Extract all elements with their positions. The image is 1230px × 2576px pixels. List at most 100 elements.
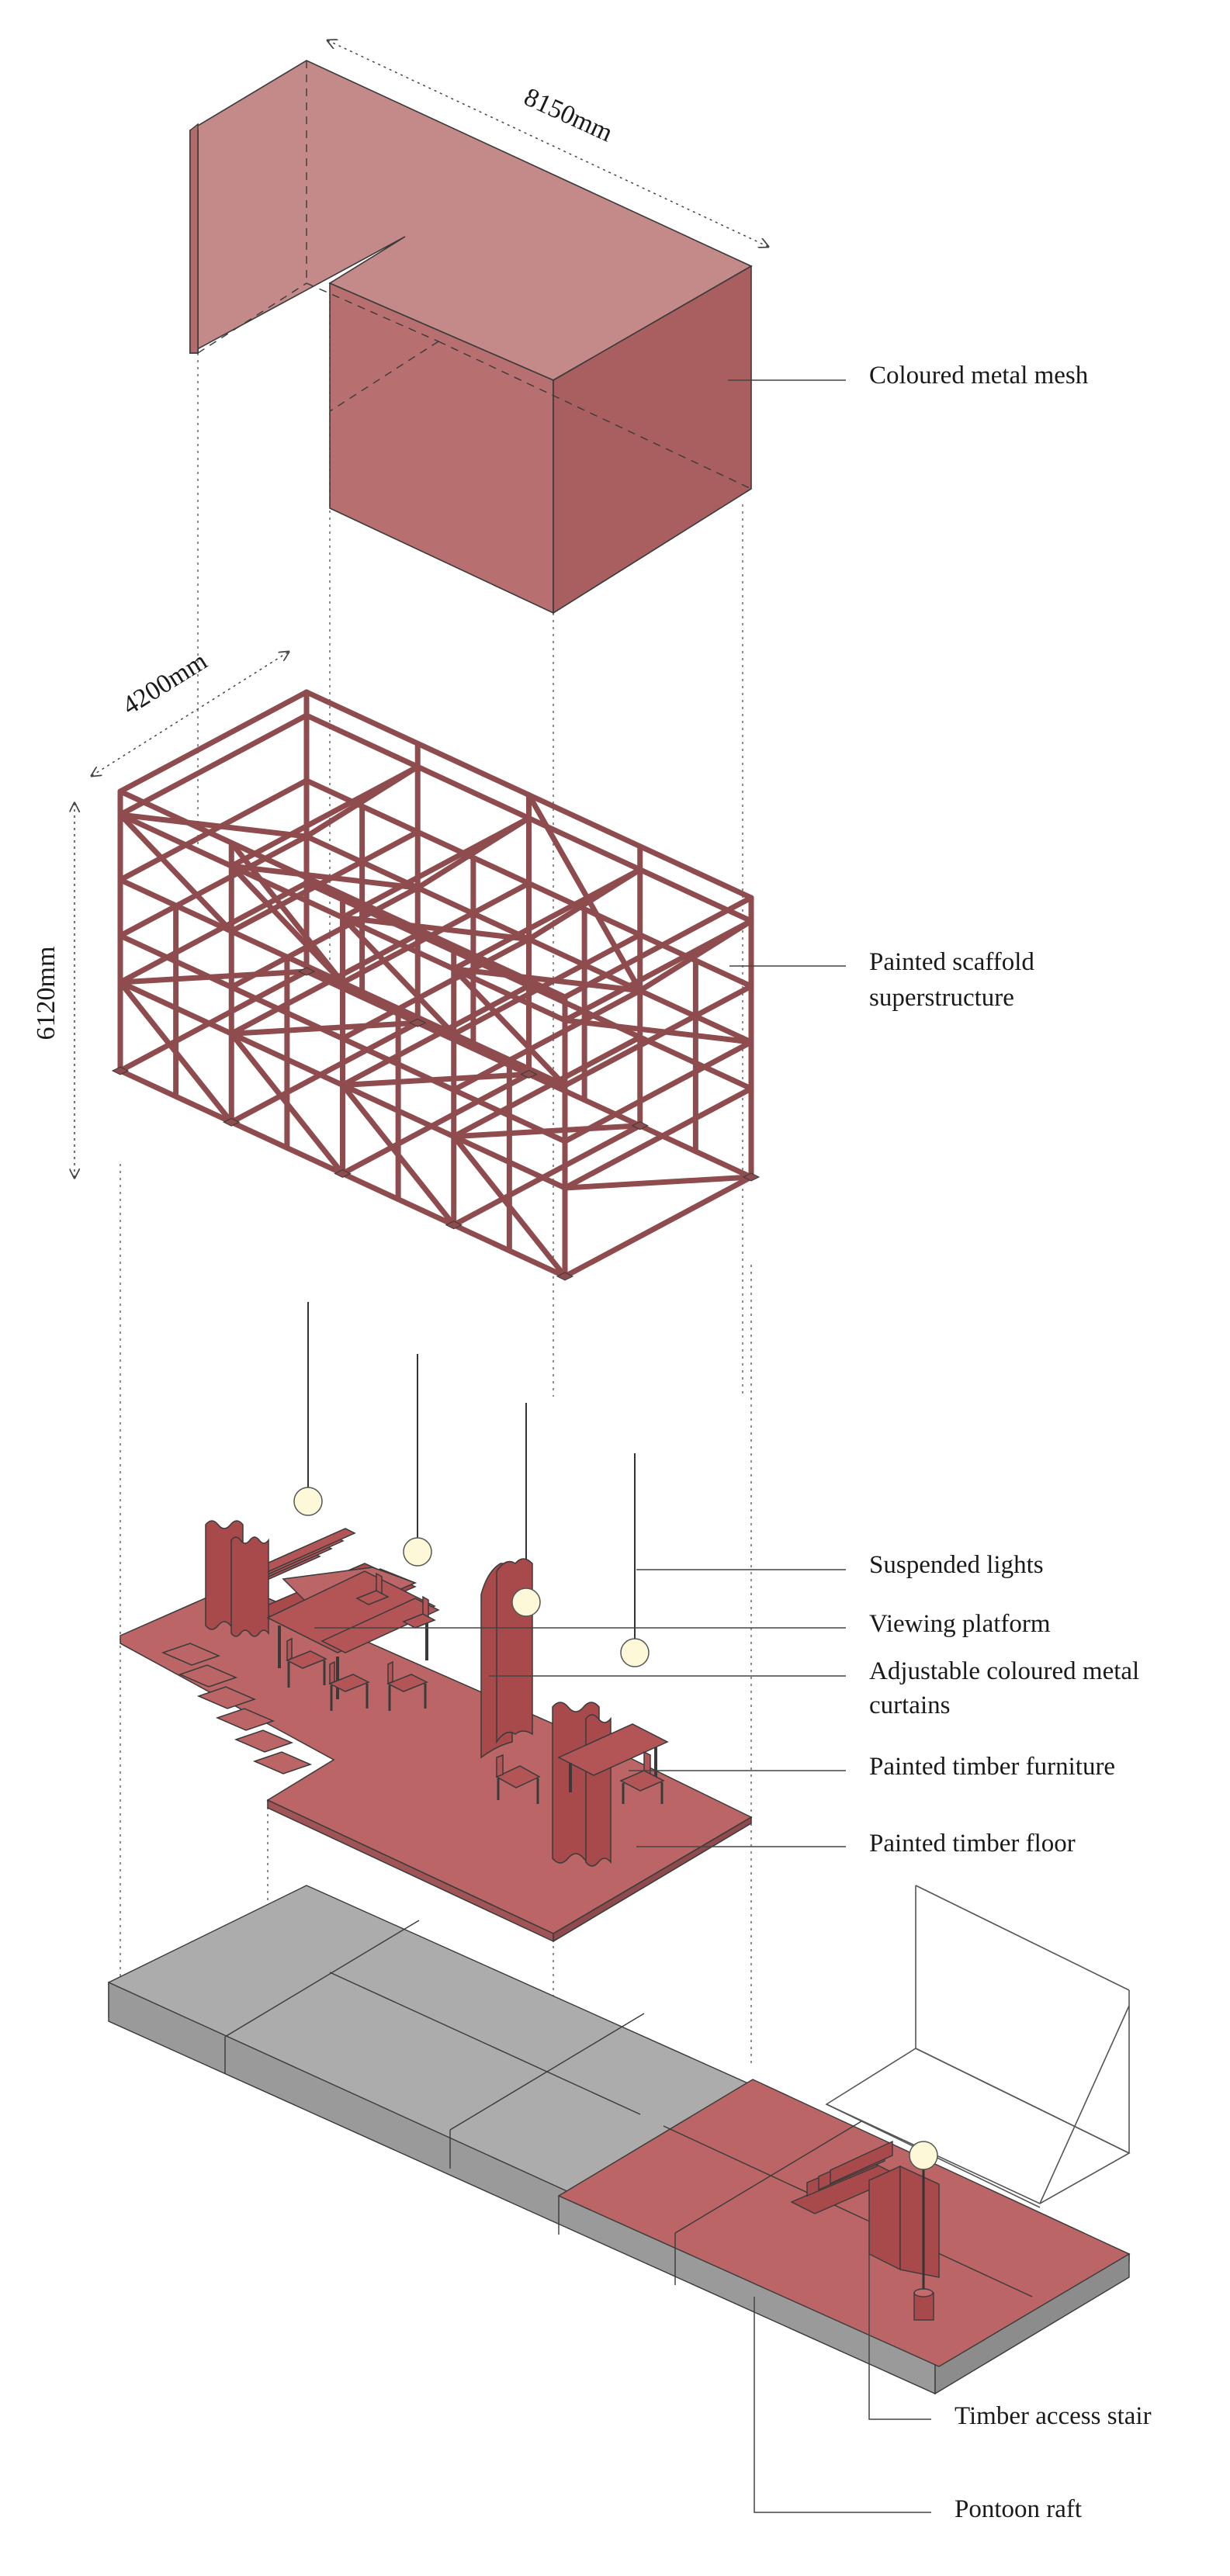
metal-mesh-box [189,60,753,615]
scaffold-tube [562,1017,754,1045]
scaffold-base-plate [409,1018,427,1027]
scaffold-tube [117,968,310,1074]
alignment-guides [120,287,752,2196]
scaffold-base-plate [742,1172,761,1182]
scaffold-base-plate [111,1066,130,1075]
pendant-lamp [293,1487,323,1516]
scaffold-tube [562,1174,754,1191]
entry-steps [161,1643,313,1774]
length-dimension-label: 8150mm [520,83,617,148]
scaffold-tube [562,983,754,1089]
timber-access-stair [790,2140,940,2278]
mesh-hidden-lines [197,61,752,490]
scaffold-tube [228,840,345,985]
scaffold-tube [117,833,310,939]
scaffold-tube [228,1020,421,1037]
floor-assembly [120,1520,753,1943]
height-dimension: 6120mm [32,803,74,1178]
scaffold-tube [562,895,754,1000]
label-viewing-platform: Viewing platform [869,1610,1051,1638]
scaffold-tube [228,885,421,990]
label-painted-scaffold-line2: superstructure [869,984,1014,1012]
suspended-lights [293,1302,650,1667]
scaffold-tube [562,1039,754,1144]
scaffold-tube [562,1085,754,1191]
timber-furniture [266,1570,669,1804]
chair [286,1637,327,1688]
scaffold-tube [562,1174,754,1279]
label-pontoon-raft: Pontoon raft [955,2495,1082,2523]
scaffold-base-plates [111,967,761,1281]
scaffold-tube [340,983,532,1088]
scaffold-base-plate [334,1169,352,1179]
scaffold-base-plate [297,967,316,976]
scaffold-tube [340,1072,532,1088]
scaffold-tube [414,815,532,891]
scaffold-tube [340,881,532,985]
scaffold-tube [228,1020,421,1125]
scaffold-tube [526,792,643,994]
scaffold-tube [303,763,421,840]
label-coloured-metal-mesh: Coloured metal mesh [869,362,1089,390]
pendant-lamp [403,1537,432,1567]
chair [619,1750,665,1804]
mesh-right-face [553,265,752,615]
label-painted-timber-furniture: Painted timber furniture [869,1753,1115,1781]
chair [328,1660,370,1711]
chair [386,1660,428,1711]
table-top [266,1570,436,1653]
painted-deck [557,2079,1131,2367]
scaffold-tube [117,777,310,883]
scaffold-tube [117,812,310,840]
chair [495,1754,541,1804]
scaffold-tube [340,1082,457,1228]
scaffold-tube [451,988,643,1093]
scaffold-base-plate [556,1272,574,1281]
label-painted-scaffold: Painted scaffold [869,948,1034,976]
scaffold-superstructure [117,689,754,1279]
label-painted-timber-floor: Painted timber floor [869,1830,1076,1858]
scaffold-tube [451,1034,643,1140]
pendant-lamp [620,1638,650,1667]
scaffold-tube [228,829,421,934]
label-suspended-lights: Suspended lights [869,1551,1044,1579]
scaffold-base-plate [520,1069,538,1079]
scaffold-tube [340,1072,532,1176]
pontoon-raft [108,1885,1131,2395]
scaffold-tube [340,915,457,1037]
height-dimension-label: 6120mm [32,947,61,1040]
label-timber-access-stair: Timber access stair [955,2402,1152,2430]
scaffold-tube [451,1134,568,1279]
scaffold-base-plate [631,1121,649,1130]
scaffold-tube [117,968,310,985]
table-top [557,1723,669,1776]
scaffold-base-plate [223,1117,241,1127]
chair [402,1595,436,1629]
scaffold-tube [451,966,643,994]
scaffold-tube [451,966,568,1089]
scaffold-tube [228,1030,345,1176]
callout-leaders [314,379,931,2513]
table-top [320,1598,440,1653]
scaffold-tube [451,1123,643,1228]
scaffold-base-plate [445,1220,463,1230]
scaffold-tube [340,937,532,1041]
scaffold-tube [451,1123,643,1140]
callout-labels: Coloured metal mesh Painted scaffold sup… [869,362,1152,2523]
scaffold-tube [526,867,643,942]
adjustable-curtains [205,1520,612,1867]
chair [355,1572,390,1605]
scaffold-tube [117,712,310,818]
scaffold-tube [340,915,532,942]
label-adjustable-curtains-line2: curtains [869,1691,950,1719]
scaffold-tube [637,918,754,994]
raft-lamp [909,2141,938,2170]
scaffold-tube [228,863,421,891]
scaffold-tube [117,979,234,1125]
scaffold-tube [451,932,643,1037]
scaffold-tube [228,931,421,1037]
pendant-lamp [511,1587,541,1617]
scaffold-tube [117,812,234,934]
label-adjustable-curtains: Adjustable coloured metal [869,1657,1139,1685]
